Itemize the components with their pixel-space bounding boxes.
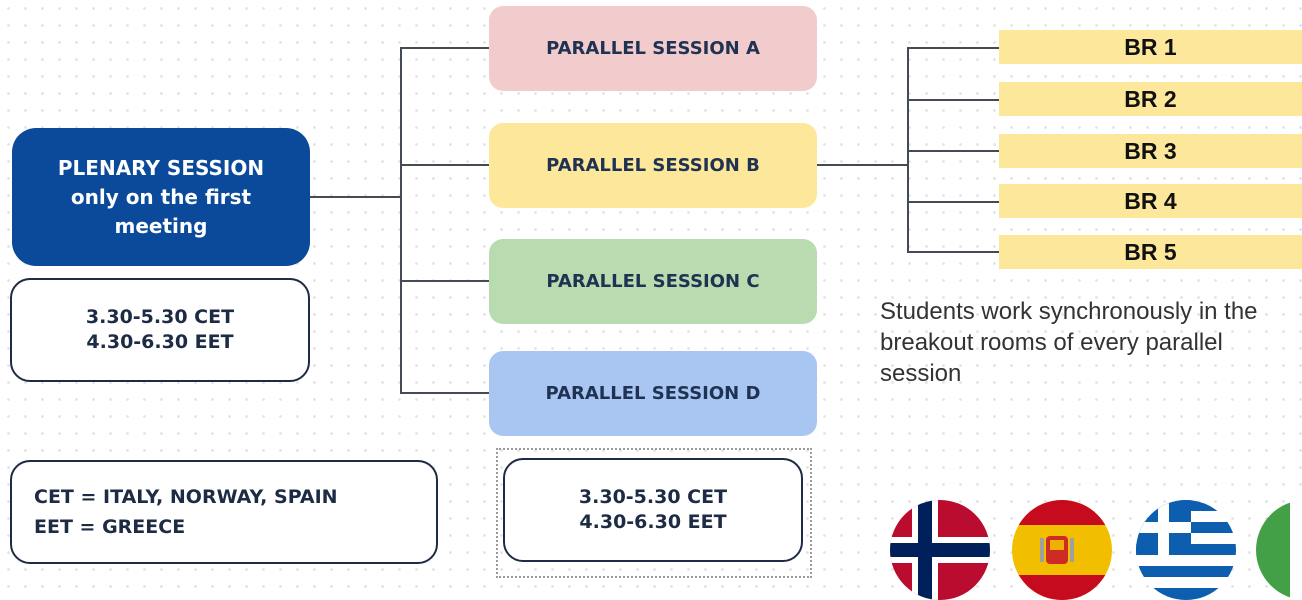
connector-to-session-b: [400, 164, 489, 166]
connector-parallel-trunk: [400, 47, 402, 394]
breakout-description: Students work synchronously in the break…: [880, 298, 1258, 387]
plenary-subtitle-line2: meeting: [114, 213, 208, 238]
breakout-room-3: BR 3: [999, 134, 1302, 168]
connector-to-br2: [907, 99, 999, 101]
timezone-legend-box: CET = ITALY, NORWAY, SPAIN EET = GREECE: [10, 460, 438, 564]
connector-to-session-a: [400, 47, 489, 49]
italy-flag-icon: [1256, 500, 1302, 600]
breakout-room-2: BR 2: [999, 82, 1302, 116]
parallel-time-cet: 3.30-5.30 CET: [578, 486, 728, 508]
connector-to-br3: [907, 150, 999, 152]
legend-eet: EET = GREECE: [34, 516, 186, 538]
parallel-time-eet: 4.30-6.30 EET: [579, 511, 727, 533]
parallel-session-d-label: PARALLEL SESSION D: [545, 383, 761, 404]
plenary-time-cet: 3.30-5.30 CET: [85, 306, 235, 328]
connector-to-session-d: [400, 392, 489, 394]
plenary-time-eet: 4.30-6.30 EET: [86, 331, 234, 353]
connector-to-br4: [907, 201, 999, 203]
greece-flag-icon: [1136, 500, 1236, 600]
parallel-time-box: 3.30-5.30 CET 4.30-6.30 EET: [503, 458, 803, 562]
connector-to-br1: [907, 47, 999, 49]
parallel-session-a: PARALLEL SESSION A: [489, 6, 817, 91]
connector-to-session-c: [400, 280, 489, 282]
parallel-session-c-label: PARALLEL SESSION C: [546, 271, 760, 292]
plenary-time-box: 3.30-5.30 CET 4.30-6.30 EET: [10, 278, 310, 382]
parallel-session-c: PARALLEL SESSION C: [489, 239, 817, 324]
breakout-room-1: BR 1: [999, 30, 1302, 64]
parallel-session-d: PARALLEL SESSION D: [489, 351, 817, 436]
plenary-title: PLENARY SESSION: [57, 155, 265, 180]
parallel-session-b-label: PARALLEL SESSION B: [546, 155, 760, 176]
breakout-room-5-label: BR 5: [1124, 238, 1177, 265]
plenary-subtitle-line1: only on the first: [70, 184, 252, 209]
connector-plenary-horizontal: [310, 196, 401, 198]
legend-cet: CET = ITALY, NORWAY, SPAIN: [34, 486, 338, 508]
breakout-room-4: BR 4: [999, 184, 1302, 218]
breakout-room-4-label: BR 4: [1124, 187, 1177, 214]
breakout-room-3-label: BR 3: [1124, 137, 1177, 164]
connector-to-br5: [907, 251, 999, 253]
parallel-session-a-label: PARALLEL SESSION A: [546, 38, 760, 59]
spain-flag-icon: [1012, 500, 1112, 600]
plenary-session-box: PLENARY SESSION only on the first meetin…: [12, 128, 310, 266]
connector-session-b-horizontal: [817, 164, 908, 166]
breakout-room-1-label: BR 1: [1124, 33, 1177, 60]
parallel-session-b: PARALLEL SESSION B: [489, 123, 817, 208]
breakout-room-2-label: BR 2: [1124, 85, 1177, 112]
breakout-room-5: BR 5: [999, 235, 1302, 269]
norway-flag-icon: [890, 500, 990, 600]
